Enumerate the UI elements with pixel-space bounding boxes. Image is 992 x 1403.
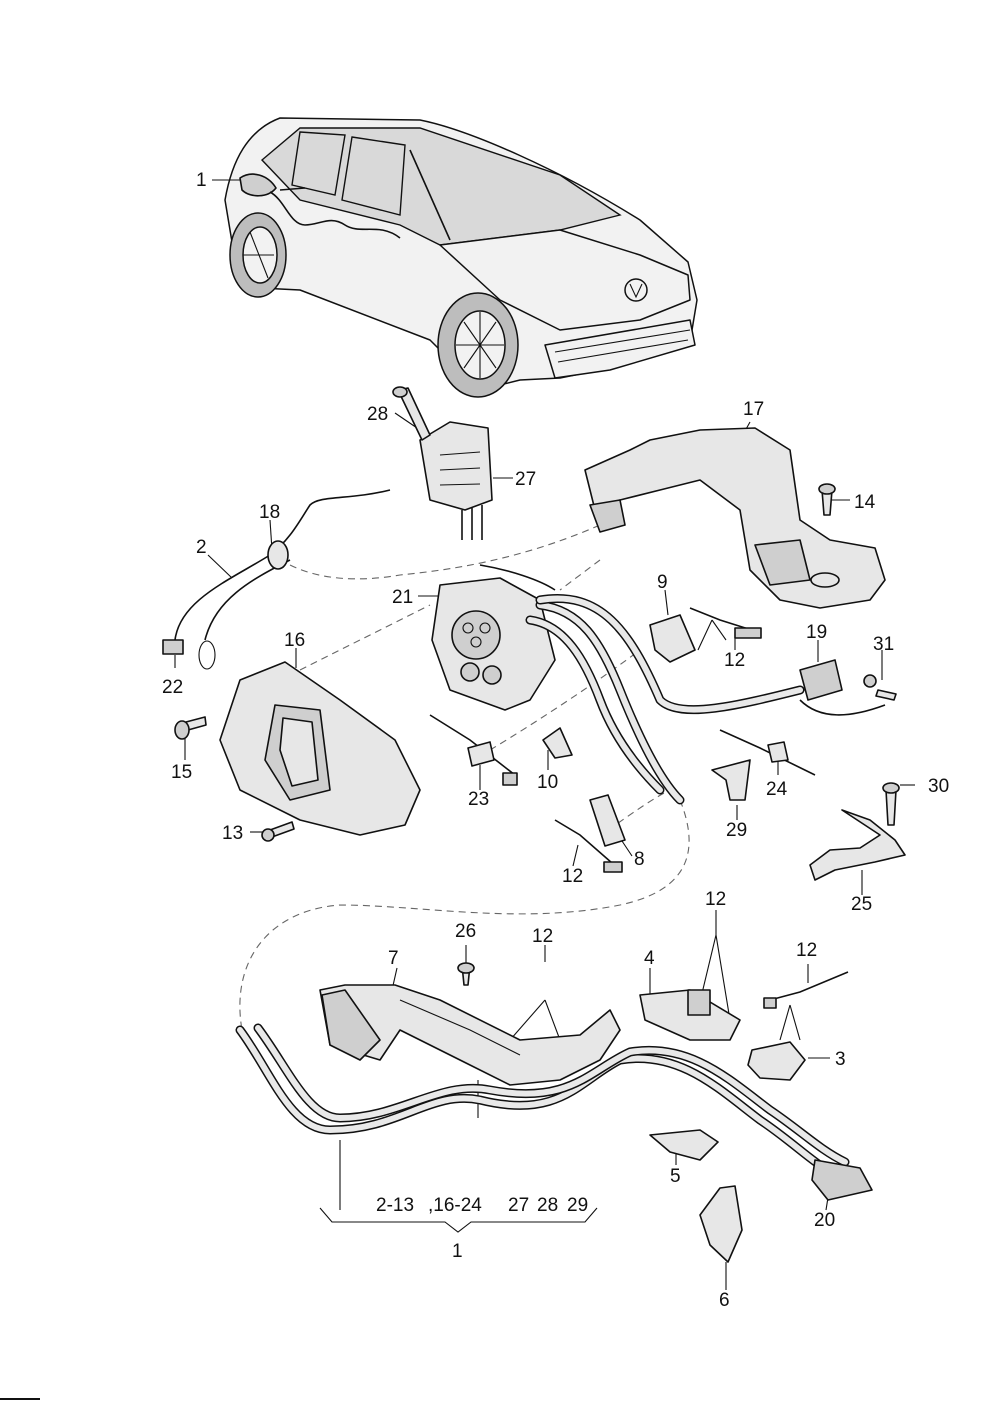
fasteners [174, 386, 900, 986]
callout-12-d: 12 [532, 926, 553, 947]
dashed-connectors [239, 524, 690, 1031]
callout-27: 27 [515, 469, 536, 490]
callout-19: 19 [806, 622, 827, 643]
part-6-cover [699, 1185, 743, 1263]
cable-bundle-lower [235, 1023, 873, 1201]
callout-18: 18 [259, 502, 280, 523]
callout-3: 3 [835, 1049, 846, 1070]
callout-7: 7 [388, 948, 399, 969]
callout-10: 10 [537, 772, 558, 793]
callout-6: 6 [719, 1290, 730, 1311]
callout-5: 5 [670, 1166, 681, 1187]
callout-13: 13 [222, 823, 243, 844]
callout-8: 8 [634, 849, 645, 870]
cable-bundle-upper [479, 564, 886, 805]
callout-12-b: 12 [562, 866, 583, 887]
callout-29: 29 [726, 820, 747, 841]
part-21-charging-socket [431, 577, 556, 711]
callout-24: 24 [766, 779, 788, 800]
part-5-cover [649, 1129, 719, 1161]
callout-labels: 1 28 17 27 14 18 2 21 9 19 31 16 12 22 1… [162, 170, 949, 1311]
part-17-bracket [584, 427, 886, 609]
callout-20: 20 [814, 1210, 835, 1231]
callout-9: 9 [657, 572, 668, 593]
bracket-range-2-13: 2-13 [376, 1195, 414, 1216]
part-25-bracket [809, 809, 906, 881]
part-4-bracket [639, 989, 741, 1041]
part-7-cable-channel [319, 984, 621, 1086]
part-16-housing [219, 661, 421, 836]
part-27-module [419, 421, 493, 540]
callout-1: 1 [196, 170, 207, 191]
vehicle-illustration [224, 117, 698, 398]
callout-12-c: 12 [705, 889, 726, 910]
grouping-bracket [319, 1207, 598, 1233]
bracket-labels: 2-13 ,16-24 27 28 29 1 [376, 1195, 588, 1262]
bracket-item-27: 27 [508, 1195, 529, 1216]
bracket-total-1: 1 [452, 1241, 463, 1262]
bracket-item-29: 29 [567, 1195, 588, 1216]
callout-28: 28 [367, 404, 388, 425]
callout-12-a: 12 [724, 650, 745, 671]
callout-21: 21 [392, 587, 413, 608]
callout-30: 30 [928, 776, 949, 797]
harness-2 [162, 489, 391, 670]
callout-31: 31 [873, 634, 894, 655]
callout-15: 15 [171, 762, 192, 783]
callout-12-e: 12 [796, 940, 817, 961]
bracket-range-16-24: ,16-24 [428, 1195, 482, 1216]
clips-and-ties [429, 607, 816, 873]
callout-16: 16 [284, 630, 305, 651]
part-3-holder [747, 971, 849, 1081]
callout-23: 23 [468, 789, 489, 810]
callout-26: 26 [455, 921, 476, 942]
callout-4: 4 [644, 948, 655, 969]
callout-14: 14 [854, 492, 876, 513]
bracket-item-28: 28 [537, 1195, 558, 1216]
callout-22: 22 [162, 677, 183, 698]
callout-17: 17 [743, 399, 764, 420]
callout-25: 25 [851, 894, 872, 915]
callout-2: 2 [196, 537, 207, 558]
leader-lines [174, 179, 915, 1290]
